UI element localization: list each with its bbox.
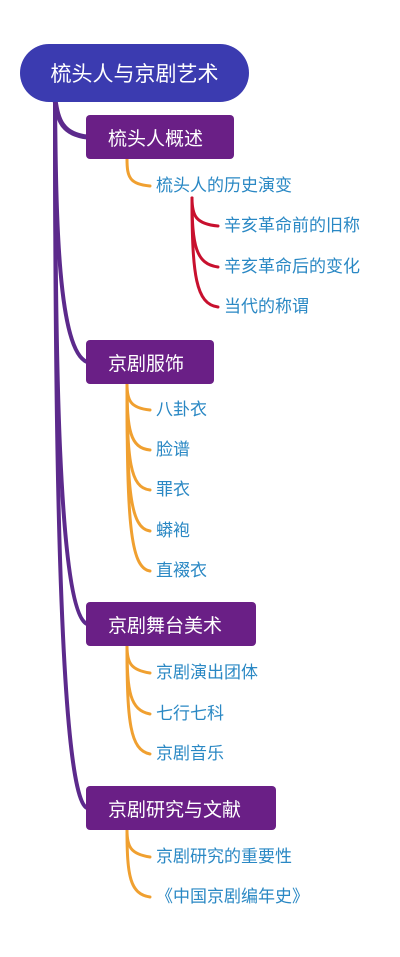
sub-connector-2 <box>190 196 220 269</box>
sub-leaf-node-3[interactable]: 当代的称谓 <box>224 297 309 317</box>
trunk-connector-2 <box>53 98 89 364</box>
leaf-node-2-1[interactable]: 八卦衣 <box>156 400 207 420</box>
sub-leaf-node-2[interactable]: 辛亥革命后的变化 <box>224 257 360 277</box>
root-node[interactable]: 梳头人与京剧艺术 <box>20 44 249 102</box>
sub-connector-1 <box>190 196 220 228</box>
leaf-node-2-5[interactable]: 直裰衣 <box>156 561 207 581</box>
leaf-node-3-2[interactable]: 七行七科 <box>156 704 224 724</box>
branch-node-1[interactable]: 梳头人概述 <box>86 115 234 159</box>
sub-leaf-node-1[interactable]: 辛亥革命前的旧称 <box>224 216 360 236</box>
leaf-connector-2-5 <box>125 382 152 573</box>
leaf-node-3-1[interactable]: 京剧演出团体 <box>156 663 258 683</box>
leaf-node-3-3[interactable]: 京剧音乐 <box>156 744 224 764</box>
leaf-connector-1-1 <box>125 157 152 188</box>
leaf-node-4-2[interactable]: 《中国京剧编年史》 <box>156 887 309 907</box>
leaf-node-4-1[interactable]: 京剧研究的重要性 <box>156 847 292 867</box>
leaf-connector-3-1 <box>125 644 152 675</box>
sub-connector-3 <box>190 196 220 309</box>
branch-node-3[interactable]: 京剧舞台美术 <box>86 602 256 646</box>
branch-node-4[interactable]: 京剧研究与文献 <box>86 786 276 830</box>
trunk-connector-4 <box>53 98 89 810</box>
leaf-connector-3-3 <box>125 644 152 756</box>
leaf-connector-2-1 <box>125 382 152 412</box>
leaf-node-1-1[interactable]: 梳头人的历史演变 <box>156 176 292 196</box>
leaf-connector-2-2 <box>125 382 152 452</box>
leaf-node-2-3[interactable]: 罪衣 <box>156 480 190 500</box>
leaf-connector-4-1 <box>125 828 152 859</box>
leaf-connector-4-2 <box>125 828 152 899</box>
leaf-node-2-2[interactable]: 脸谱 <box>156 440 190 460</box>
leaf-node-2-4[interactable]: 蟒袍 <box>156 521 190 541</box>
leaf-connector-3-2 <box>125 644 152 716</box>
branch-node-2[interactable]: 京剧服饰 <box>86 340 214 384</box>
trunk-connector-1 <box>52 97 90 140</box>
